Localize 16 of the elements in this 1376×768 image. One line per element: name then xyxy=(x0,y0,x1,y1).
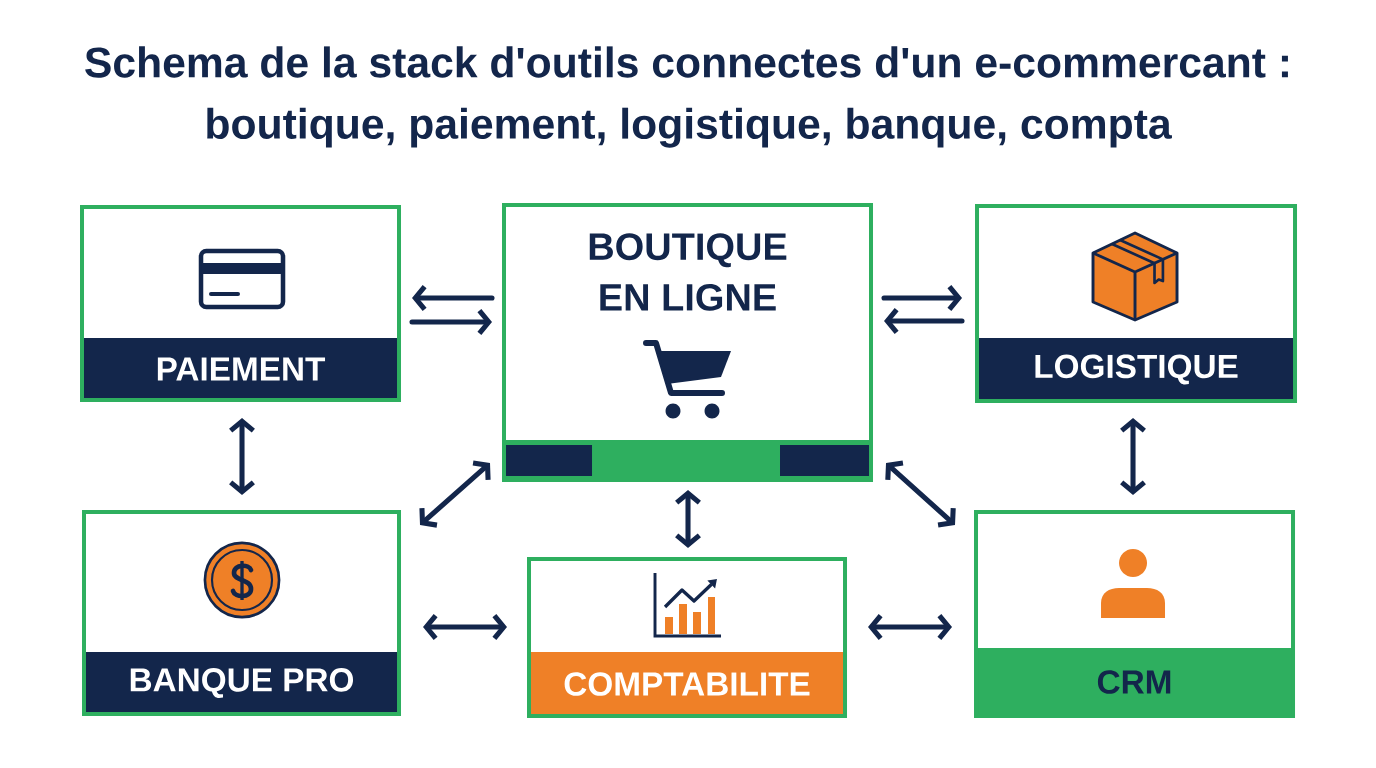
double-arrow xyxy=(1120,418,1146,495)
tool-card: COMPTABILITE xyxy=(527,557,847,718)
arrow xyxy=(409,309,492,335)
double-arrow xyxy=(868,614,952,640)
title: Schema de la stack d'outils connectes d'un e-commercant : boutique, paiement, logistique, banque, compta xyxy=(85,46,1288,148)
tool-card: PAIEMENT xyxy=(80,205,401,402)
double-arrow xyxy=(229,418,255,495)
arrow xyxy=(412,285,495,311)
double-arrow xyxy=(885,460,956,528)
double-arrow xyxy=(423,614,507,640)
double-arrow xyxy=(419,460,491,528)
tool-card: BOUTIQUE EN LIGNE xyxy=(502,203,873,482)
arrow xyxy=(881,285,962,311)
arrow xyxy=(884,308,965,334)
tool-card: CRM xyxy=(974,510,1295,718)
double-arrow xyxy=(675,490,701,548)
